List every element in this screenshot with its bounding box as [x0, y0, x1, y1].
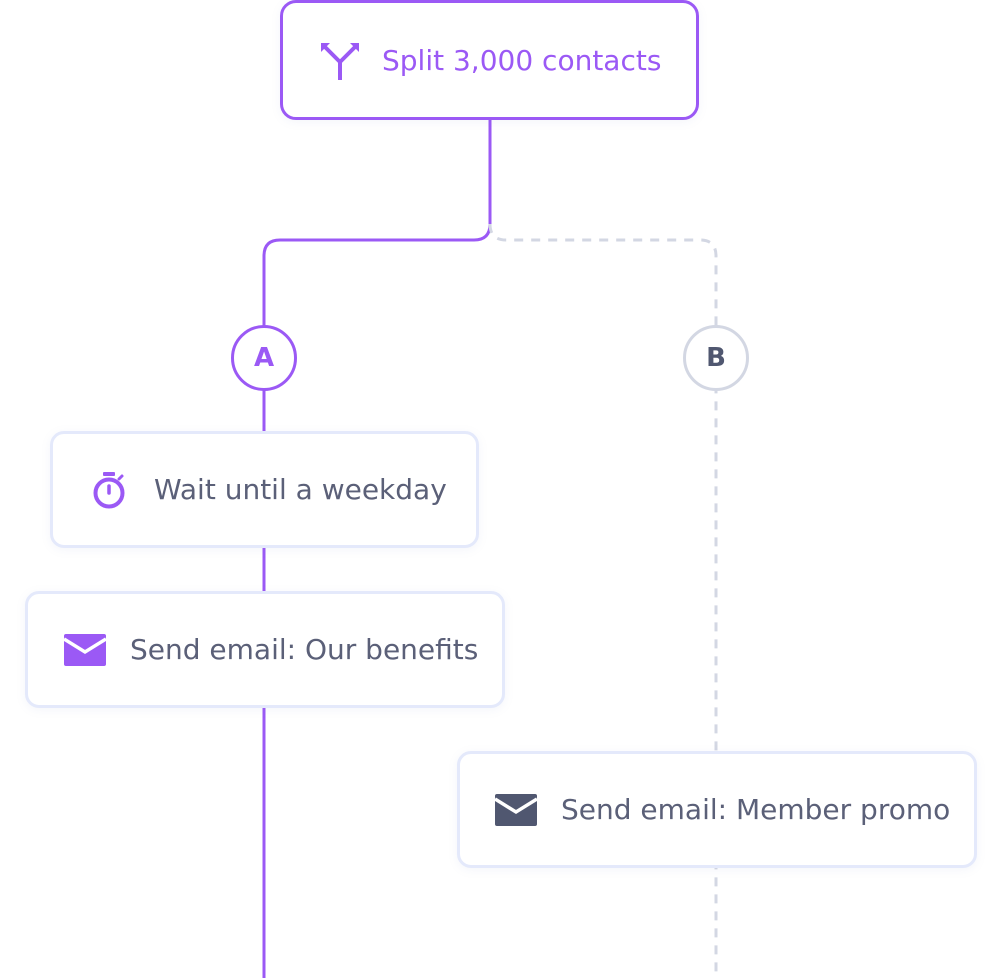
split-node-label: Split 3,000 contacts: [382, 43, 662, 77]
email-step-a-label: Send email: Our benefits: [130, 633, 479, 666]
email-step-a-card[interactable]: Send email: Our benefits: [25, 591, 505, 708]
stopwatch-icon: [91, 471, 127, 509]
branch-a-badge[interactable]: A: [231, 325, 297, 391]
split-arrows-icon: [319, 40, 361, 80]
split-node[interactable]: Split 3,000 contacts: [280, 0, 699, 120]
branch-b-badge[interactable]: B: [683, 325, 749, 391]
wait-step-label: Wait until a weekday: [154, 473, 447, 506]
wait-step-card[interactable]: Wait until a weekday: [50, 431, 479, 548]
email-step-b-card[interactable]: Send email: Member promo: [457, 751, 977, 868]
email-step-b-label: Send email: Member promo: [561, 793, 951, 826]
envelope-icon: [495, 793, 537, 826]
branch-b-connector: [488, 223, 718, 978]
envelope-icon: [64, 633, 106, 666]
branch-a-connector: [262, 120, 492, 978]
